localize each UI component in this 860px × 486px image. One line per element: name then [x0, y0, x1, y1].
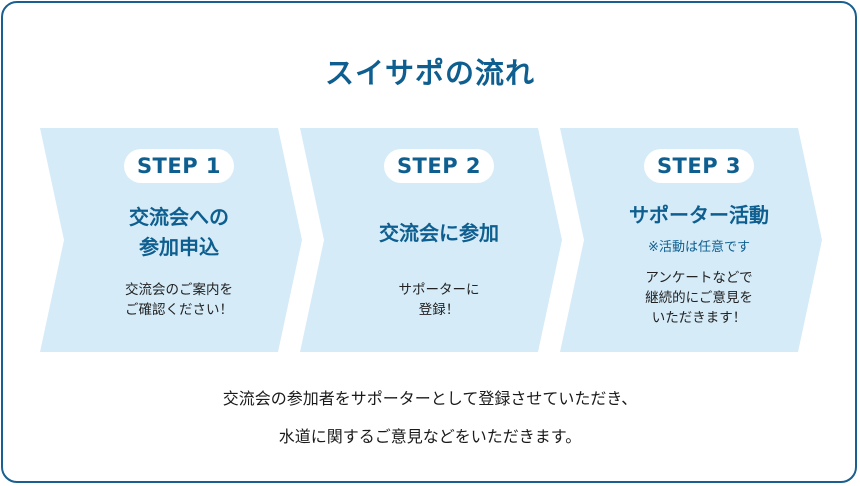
step-2-description: サポーターに 登録！: [324, 280, 554, 320]
step-1-title-line-2: 参加申込: [139, 235, 219, 259]
footer-text: 交流会の参加者をサポーターとして登録させていただき、 水道に関するご意見などをい…: [0, 380, 860, 456]
step-2-desc-line-1: サポーターに: [398, 282, 480, 298]
footer-line-2: 水道に関するご意見などをいただきます。: [278, 427, 582, 446]
step-1-panel: STEP 1 交流会への 参加申込 交流会のご案内を ご確認ください！: [40, 128, 302, 352]
step-1-desc-line-1: 交流会のご案内を: [125, 282, 233, 298]
step-1-desc-line-2: ご確認ください！: [125, 302, 233, 318]
step-3-title-line-1: サポーター活動: [629, 203, 769, 227]
step-2-panel: STEP 2 交流会に参加 サポーターに 登録！: [300, 128, 562, 352]
step-3-badge: STEP 3: [644, 149, 754, 183]
step-3-desc-line-1: アンケートなどで: [645, 270, 753, 286]
footer-line-1: 交流会の参加者をサポーターとして登録させていただき、: [222, 389, 638, 408]
page-title: スイサポの流れ: [324, 56, 535, 90]
step-3-note: ※活動は任意です: [648, 240, 750, 255]
step-1-title-line-1: 交流会への: [129, 205, 229, 229]
step-3-panel: STEP 3 サポーター活動 ※活動は任意です アンケートなどで 継続的にご意見…: [560, 128, 822, 352]
step-1-badge: STEP 1: [124, 149, 234, 183]
step-3-desc-line-3: いただきます！: [651, 310, 747, 326]
step-2-title-line-1: 交流会に参加: [379, 221, 499, 245]
step-2-title: 交流会に参加: [324, 218, 554, 248]
step-2-badge: STEP 2: [384, 149, 494, 183]
step-1-description: 交流会のご案内を ご確認ください！: [64, 280, 294, 320]
step-3-desc-line-2: 継続的にご意見を: [645, 290, 753, 306]
step-3-description: アンケートなどで 継続的にご意見を いただきます！: [584, 268, 814, 328]
step-3-title: サポーター活動: [584, 200, 814, 230]
step-2-desc-line-2: 登録！: [418, 302, 460, 318]
step-1-title: 交流会への 参加申込: [64, 202, 294, 262]
